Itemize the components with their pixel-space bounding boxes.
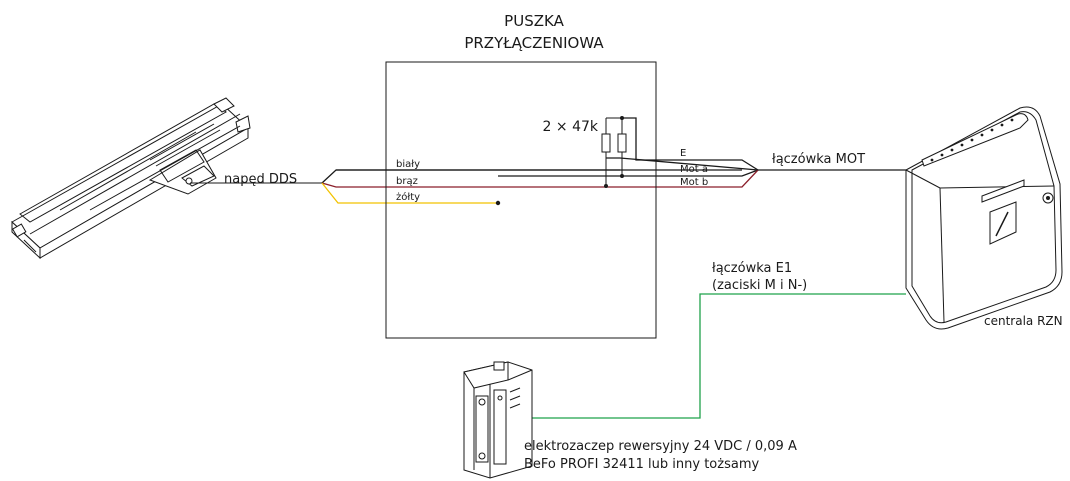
door-strike <box>463 361 533 479</box>
resistor-label: 2 × 47k <box>543 119 599 135</box>
junction-box-title-line2: PRZYŁĄCZENIOWA <box>464 34 604 52</box>
junction-box-title-line1: PUSZKA <box>504 12 564 30</box>
resistor-2 <box>617 133 627 153</box>
e1-link-label-line2: (zaciski M i N-) <box>712 278 807 293</box>
wire-mot-b <box>498 169 759 188</box>
wire-label-white: biały <box>396 159 420 170</box>
wire-e1-green <box>520 293 906 419</box>
control-unit-label: centrala RZN <box>984 314 1063 328</box>
wire-bundle <box>321 117 906 204</box>
wire-label-mot-a: Mot a <box>680 164 708 175</box>
wire-mot-a <box>498 157 759 177</box>
door-strike-label-line2: BeFo PROFI 32411 lub inny tożsamy <box>524 457 759 472</box>
wire-brown-left <box>321 182 498 188</box>
door-strike-label-line1: elektrozaczep rewersyjny 24 VDC / 0,09 A <box>524 439 797 454</box>
actuator-label: napęd DDS <box>224 172 297 187</box>
control-unit-rzn <box>905 106 1063 330</box>
yellow-terminal-dot <box>495 200 501 206</box>
mot-link-label: łączówka MOT <box>772 152 865 167</box>
junction-box <box>385 61 657 339</box>
wire-label-yellow: żółty <box>396 191 420 203</box>
actuator-dds <box>11 97 251 260</box>
wire-label-mot-b: Mot b <box>680 177 708 188</box>
wire-label-e: E <box>680 148 686 159</box>
wire-yellow <box>321 182 498 204</box>
wire-e-route <box>622 117 759 171</box>
wire-label-brown: brąz <box>396 176 418 187</box>
resistors-2x47k <box>601 116 627 188</box>
resistor-1 <box>601 133 611 153</box>
e1-link-label-line1: łączówka E1 <box>712 261 792 276</box>
